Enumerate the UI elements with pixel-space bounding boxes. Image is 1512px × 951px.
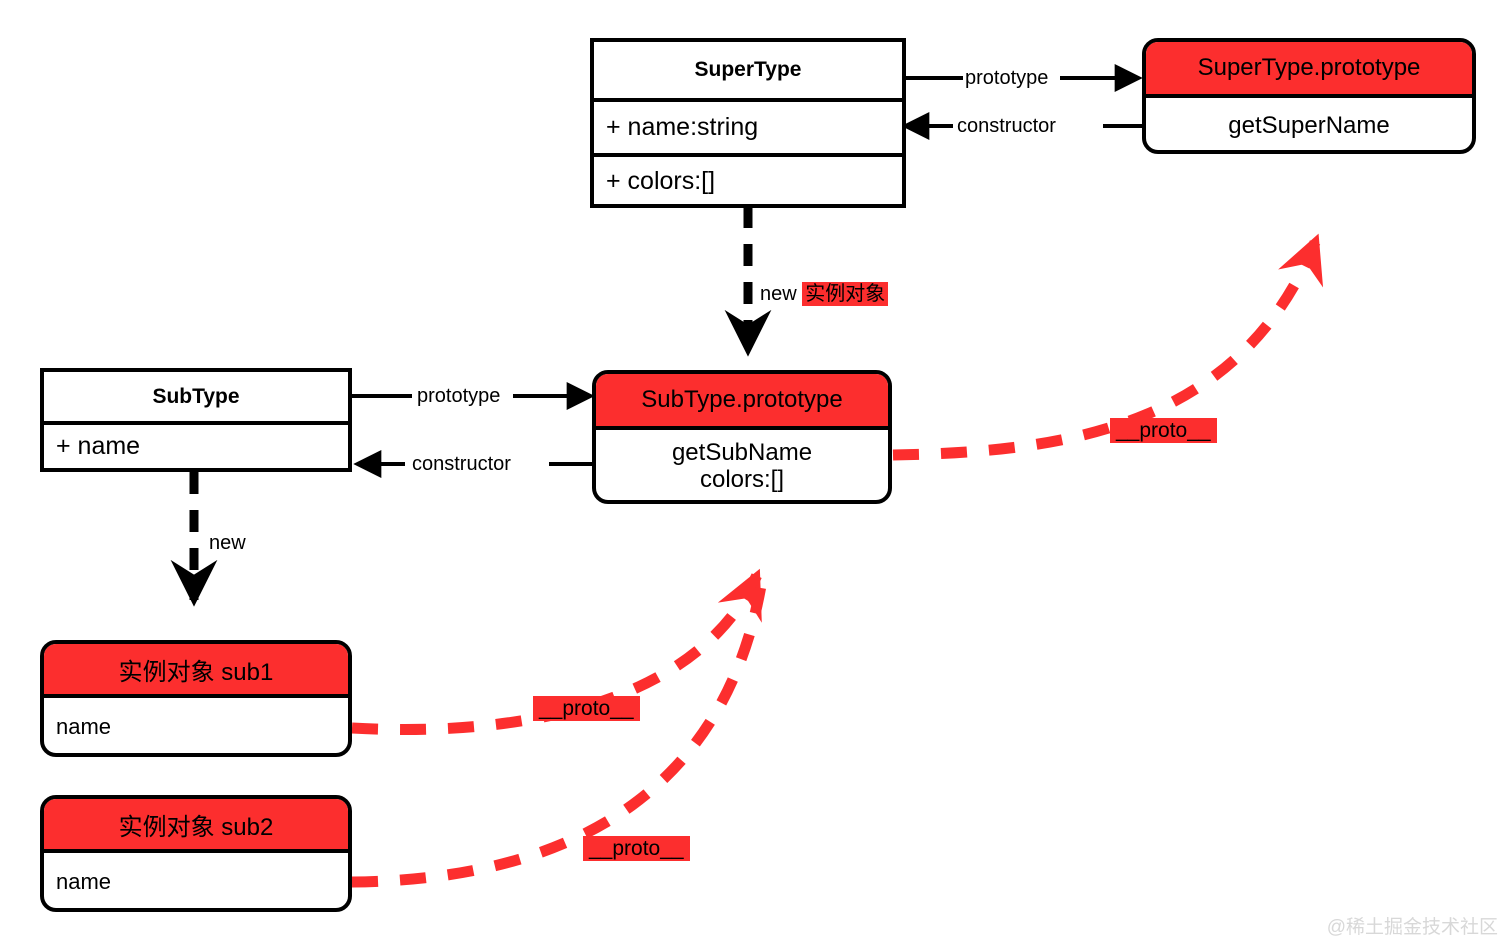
edge-label-sub-constructor: constructor [410, 453, 513, 475]
class-subtype-title: SubType [152, 384, 240, 408]
edge-label-sub-new: new [209, 532, 246, 554]
object-supertype-prototype-body: getSuperName [1146, 98, 1472, 150]
member-getsubname: getSubName [671, 439, 813, 467]
edge-label-super-new-group: new 实例对象 [758, 282, 890, 306]
watermark: @稀土掘金技术社区 [1326, 917, 1498, 938]
object-box-supertype-prototype: SuperType.prototype getSuperName [1142, 38, 1476, 154]
object-instance-sub1-body: name [44, 698, 348, 753]
edge-label-super-new-highlight: 实例对象 [802, 282, 889, 306]
class-supertype-title: SuperType [694, 58, 802, 81]
member-getsupername: getSuperName [1228, 111, 1390, 139]
proto-label-sub2-to-subproto: __proto__ [583, 836, 690, 862]
object-instance-sub1-header: 实例对象 sub1 [44, 644, 348, 698]
member-sub1-name: name [56, 714, 112, 740]
class-supertype-attr-colors: + colors:[] [594, 153, 902, 205]
member-colors: colors:[] [699, 466, 785, 493]
proto-label-subproto-to-superproto: __proto__ [1110, 418, 1217, 444]
edge-proto-subproto-to-superproto [892, 233, 1324, 461]
object-instance-sub2-body: name [44, 853, 348, 908]
object-box-instance-sub1: 实例对象 sub1 name [40, 640, 352, 757]
member-sub2-name: name [56, 869, 112, 895]
edge-label-super-constructor: constructor [955, 115, 1058, 137]
edge-label-super-prototype: prototype [963, 67, 1051, 89]
class-subtype-attr-name: + name [44, 421, 348, 468]
object-instance-sub2-header: 实例对象 sub2 [44, 799, 348, 853]
class-box-subtype: SubType + name [40, 368, 352, 472]
object-supertype-prototype-header: SuperType.prototype [1146, 42, 1472, 98]
object-box-subtype-prototype: SubType.prototype getSubName colors:[] [592, 370, 892, 504]
object-subtype-prototype-body: getSubName colors:[] [596, 430, 888, 500]
class-box-supertype: SuperType + name:string + colors:[] [590, 38, 906, 208]
object-subtype-prototype-header: SubType.prototype [596, 374, 888, 430]
object-box-instance-sub2: 实例对象 sub2 name [40, 795, 352, 912]
edge-label-super-new: new [760, 283, 797, 305]
edge-label-sub-prototype: prototype [415, 385, 503, 407]
class-supertype-attr-name: + name:string [594, 98, 902, 153]
proto-label-sub1-to-subproto: __proto__ [533, 696, 640, 722]
